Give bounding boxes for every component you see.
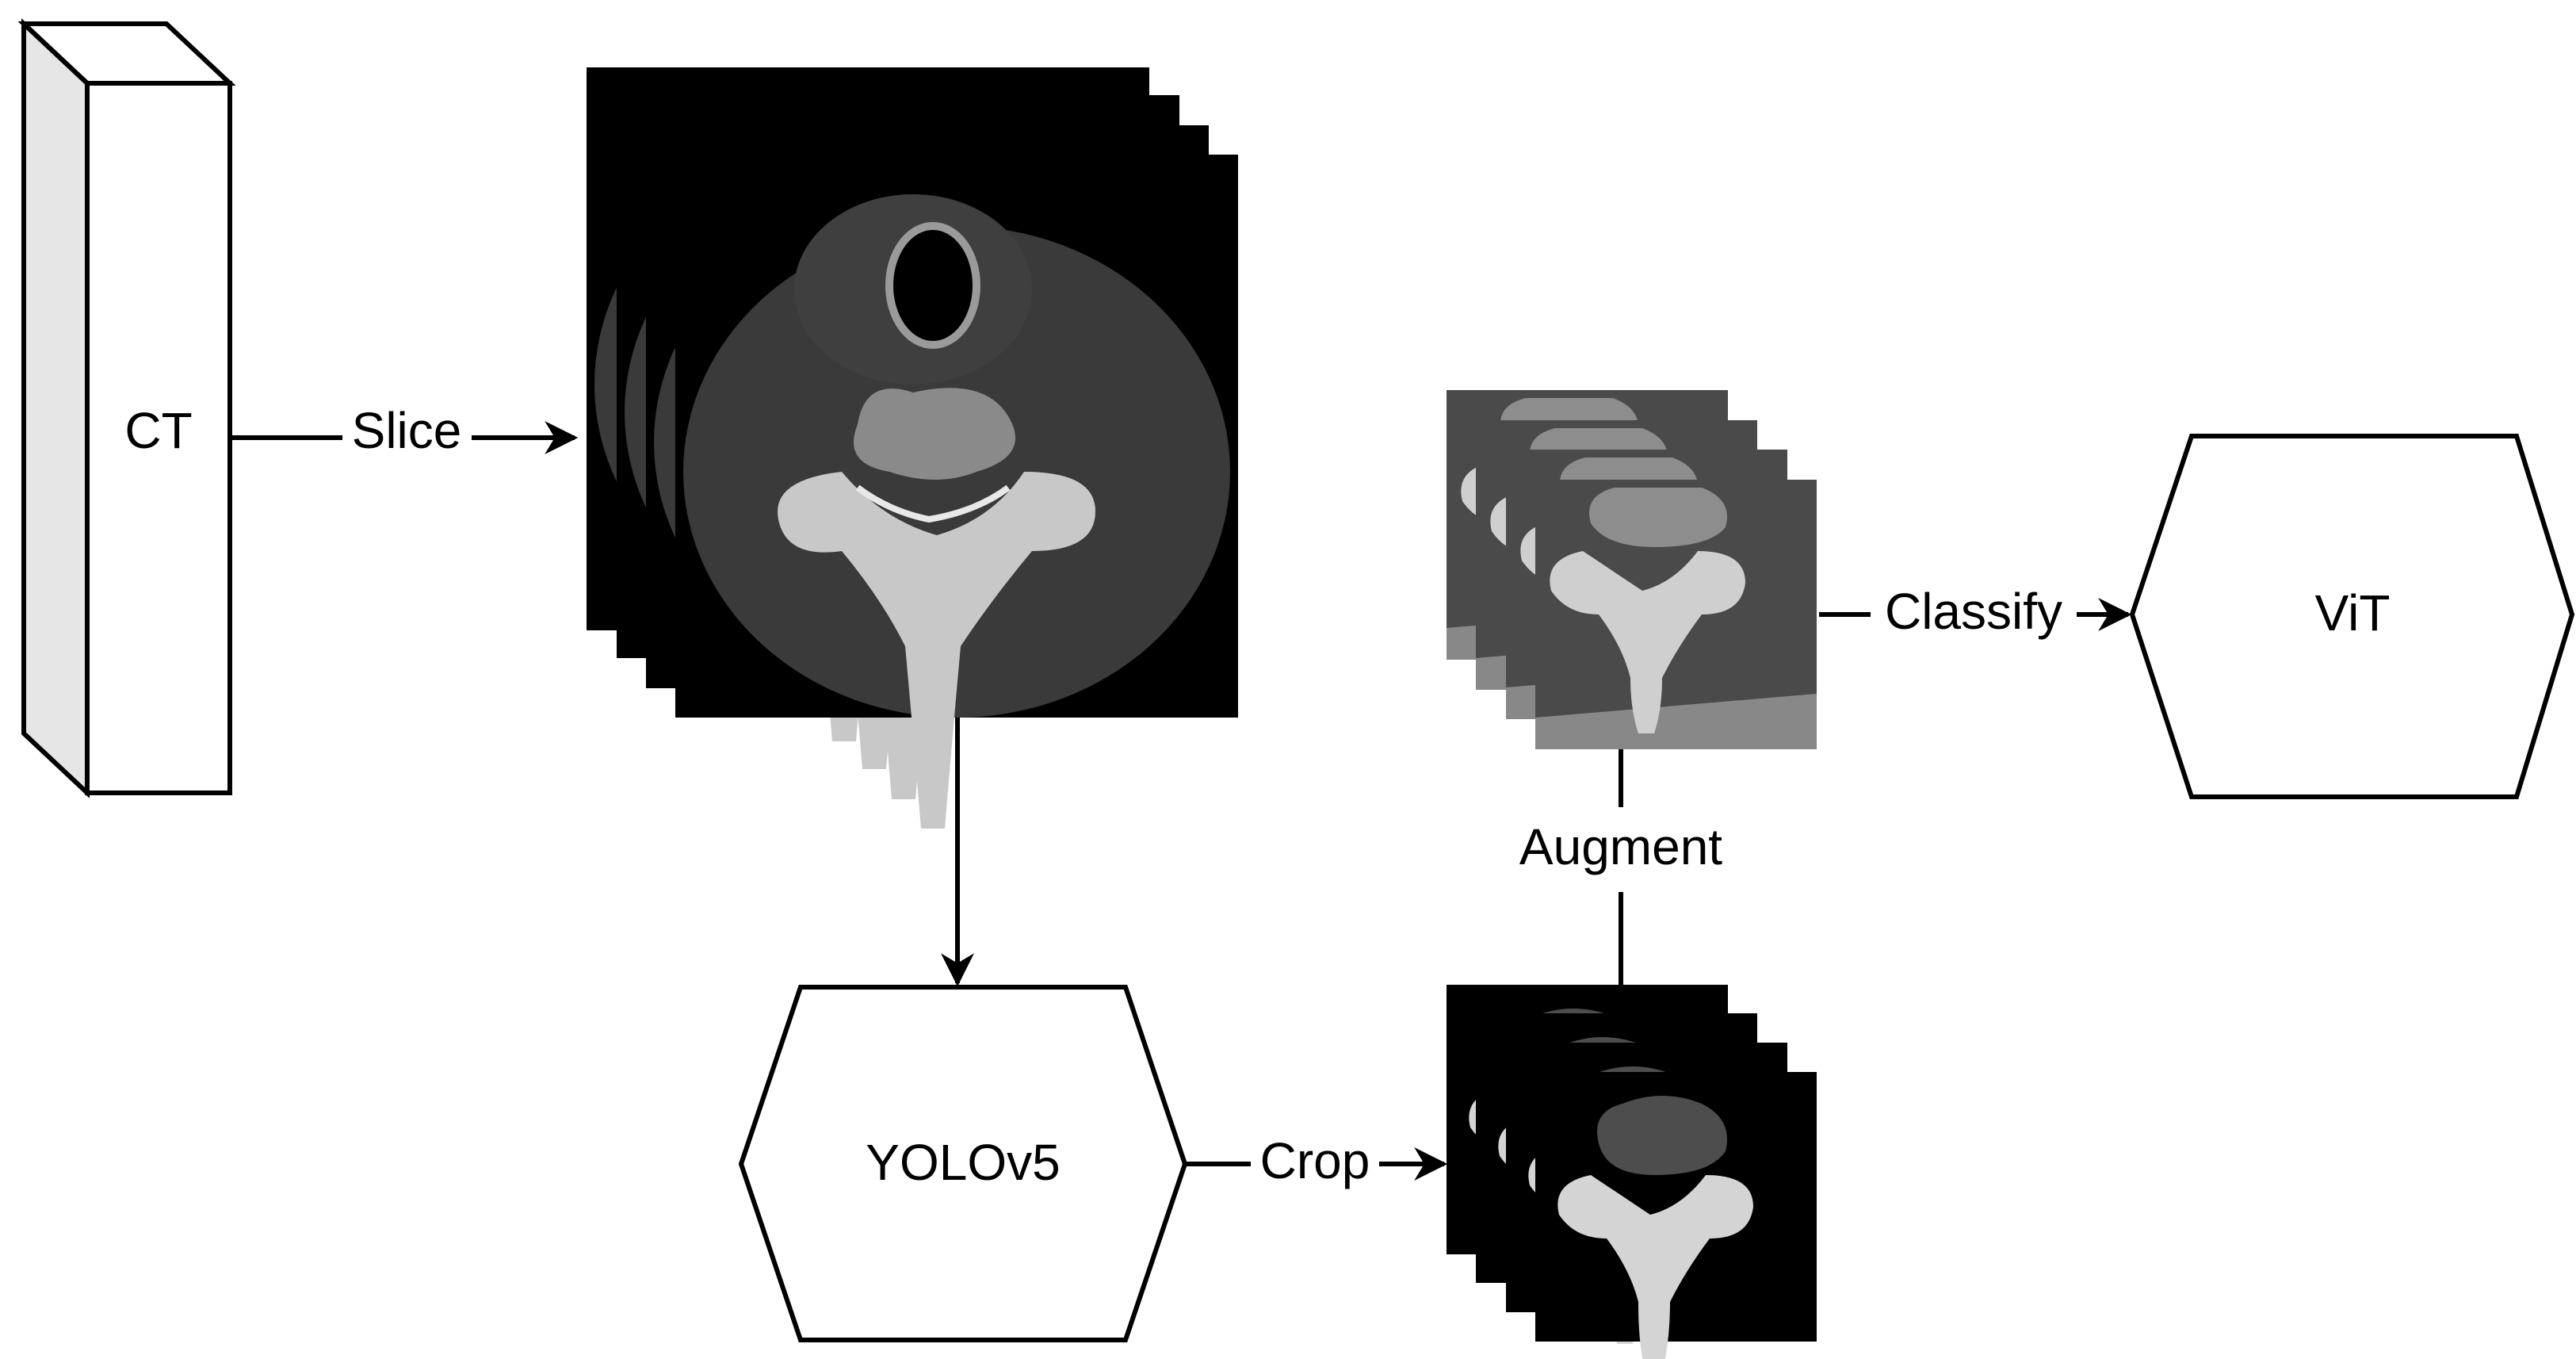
slice-label: Slice bbox=[352, 402, 462, 459]
crop-edge: Crop bbox=[1185, 1132, 1448, 1189]
cropped-image-4 bbox=[1535, 1072, 1817, 1359]
ct-volume-node: CT bbox=[17, 18, 236, 798]
classify-label: Classify bbox=[1885, 583, 2062, 640]
crop-label: Crop bbox=[1260, 1132, 1370, 1189]
slice-edge: Slice bbox=[230, 402, 579, 459]
ct-label: CT bbox=[124, 402, 192, 459]
yolo-label: YOLOv5 bbox=[866, 1134, 1060, 1191]
classify-edge: Classify bbox=[1819, 583, 2132, 640]
vit-label: ViT bbox=[2315, 584, 2391, 641]
augment-edge: Augment bbox=[1519, 749, 1722, 985]
ct-slice-stack bbox=[587, 67, 1238, 829]
augmented-stack bbox=[1447, 390, 1817, 749]
vit-node: ViT bbox=[2129, 434, 2575, 799]
cropped-stack bbox=[1447, 985, 1817, 1359]
augmented-image-4 bbox=[1535, 480, 1817, 749]
yolo-node: YOLOv5 bbox=[738, 985, 1188, 1342]
augment-label: Augment bbox=[1519, 818, 1722, 875]
